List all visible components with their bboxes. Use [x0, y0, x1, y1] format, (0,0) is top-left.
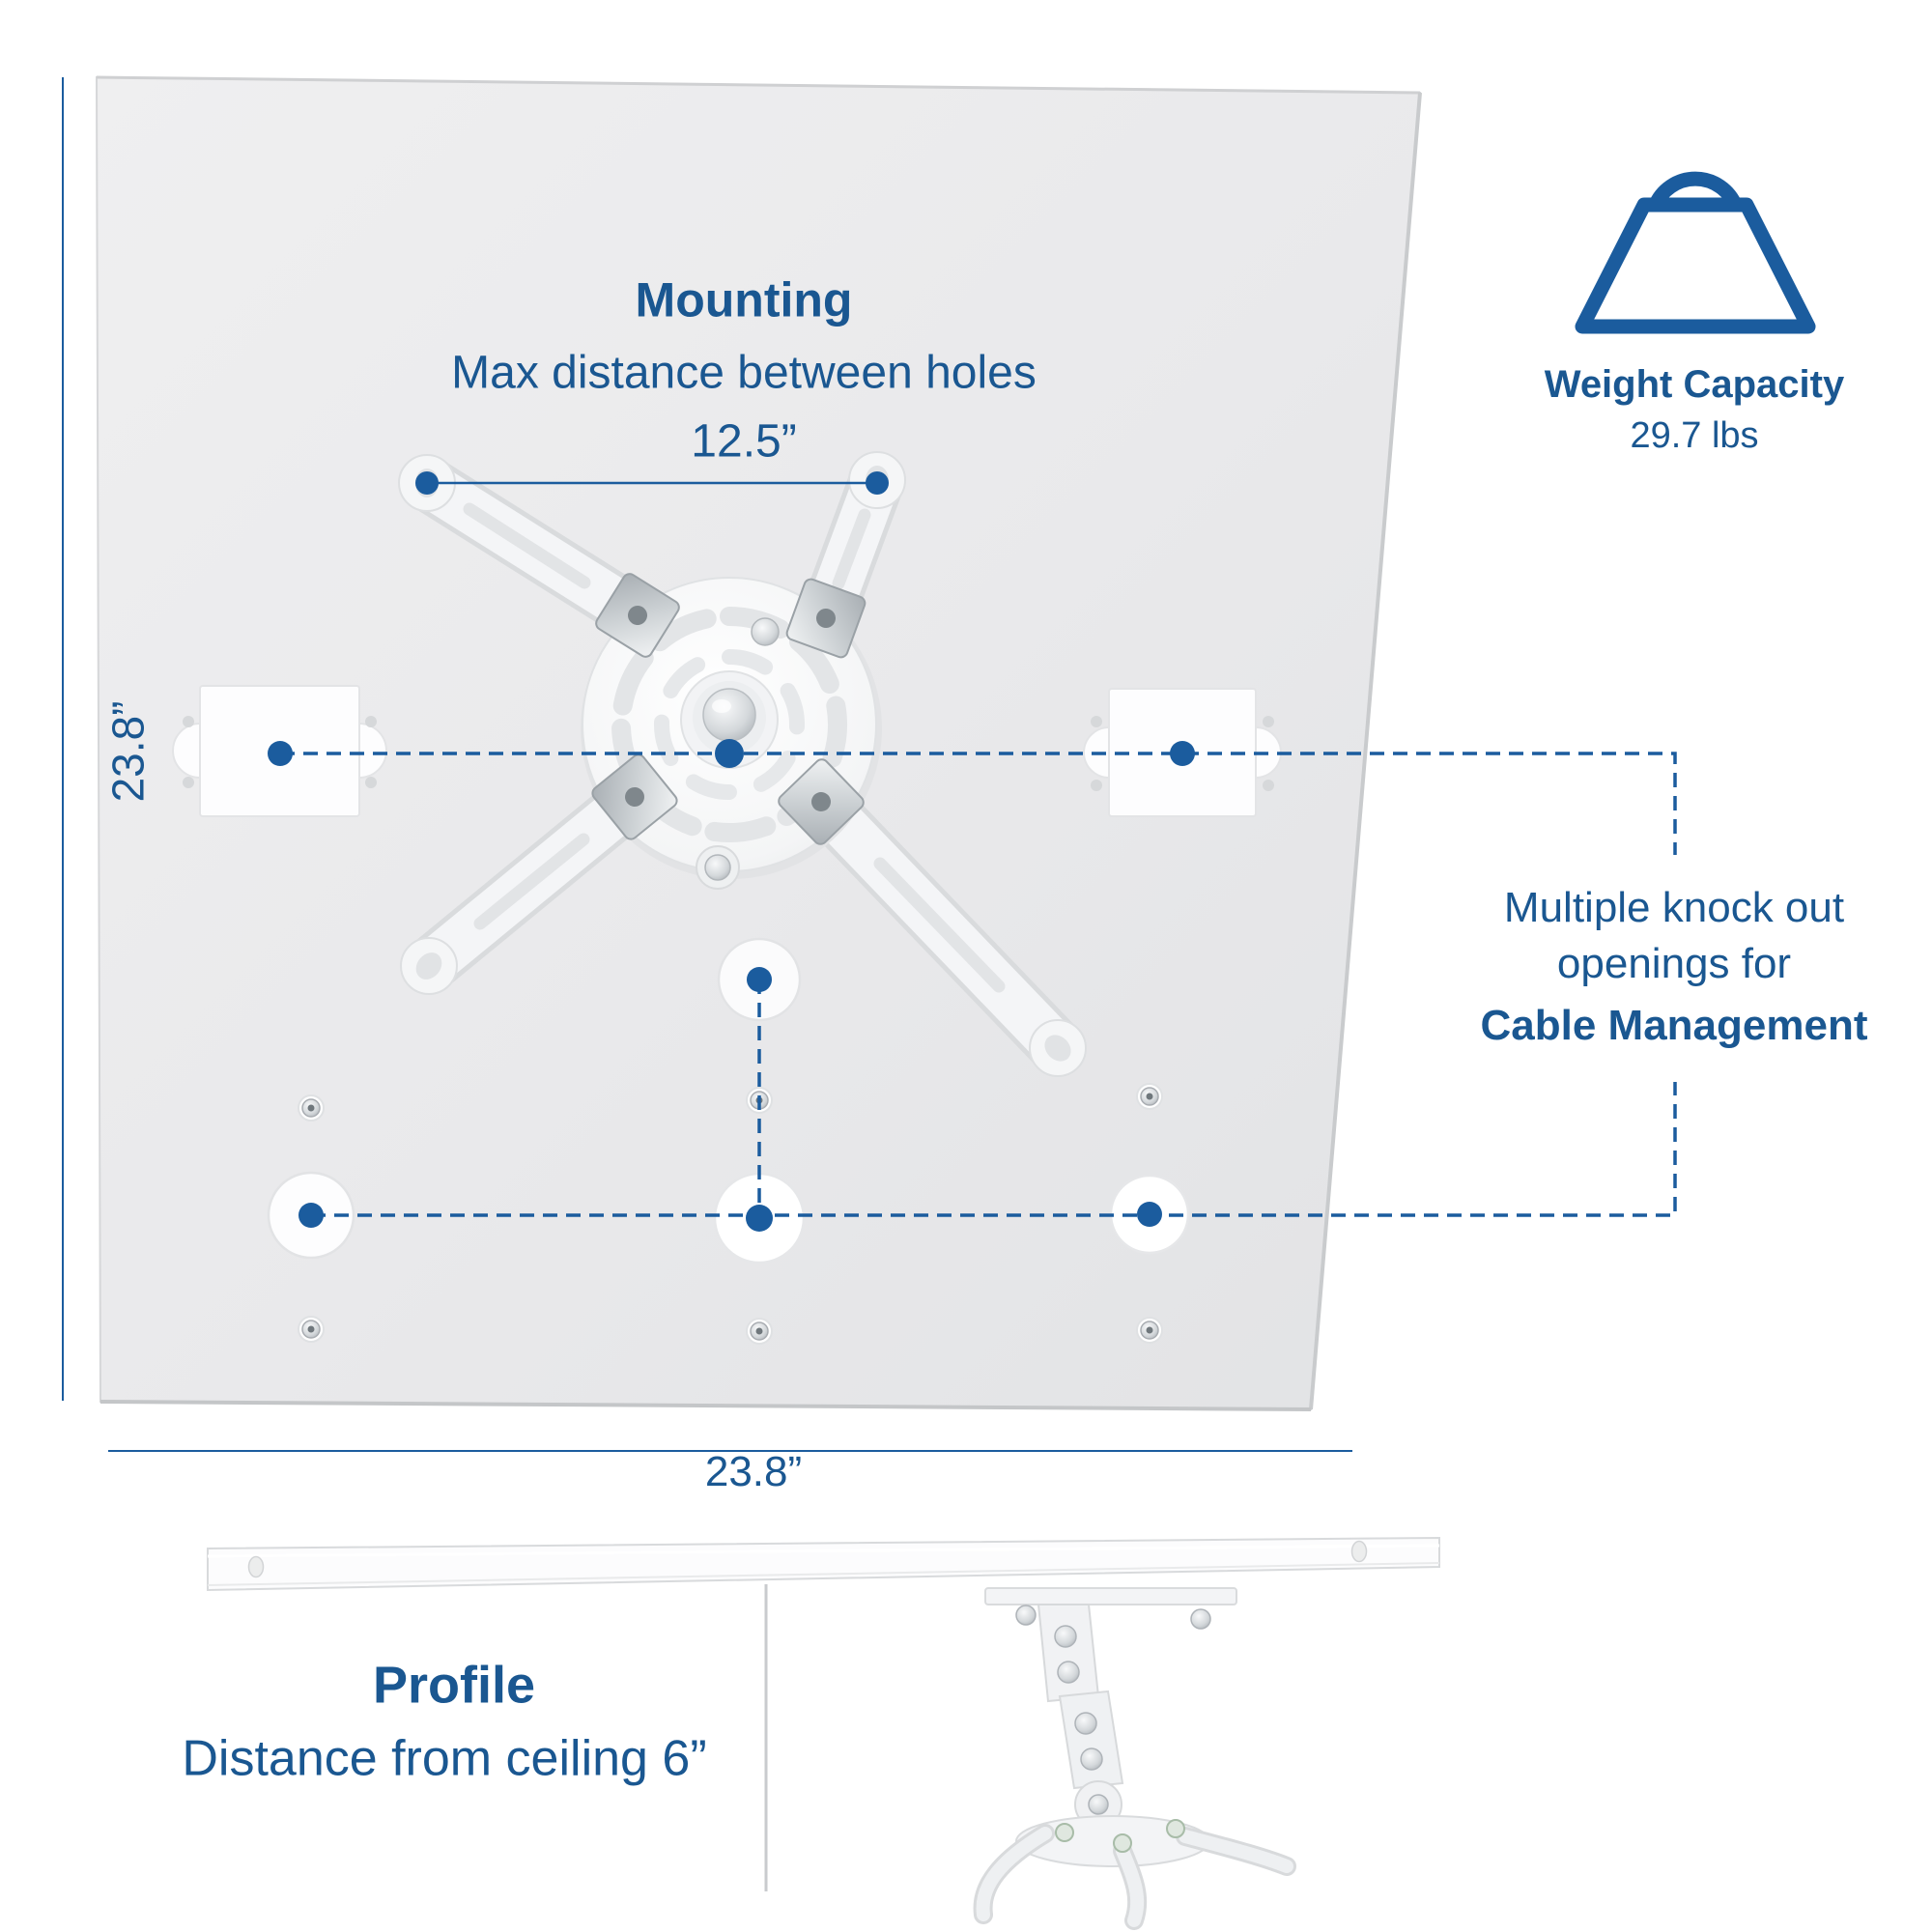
profile-bracket [973, 1587, 1296, 1930]
weight-capacity-label: Weight Capacity [1544, 363, 1845, 406]
hub-center-bolt [702, 688, 756, 742]
profile-subtitle: Distance from ceiling 6” [182, 1730, 707, 1787]
mounting-subtitle: Max distance between holes [451, 347, 1037, 399]
arm-clamp [785, 578, 867, 659]
arm-clamp [778, 758, 865, 845]
cable-management-line1: Multiple knock out [1503, 883, 1845, 931]
knockout-tab-screw [1091, 716, 1102, 727]
guide-dot [746, 1205, 773, 1232]
screw-icon [1136, 1317, 1163, 1344]
guide-dot [747, 967, 772, 992]
guide-knockout-row [280, 752, 1677, 855]
hub-slots-inner [654, 648, 805, 801]
arm-clamp [595, 573, 680, 658]
knockout-tab-screw [1091, 780, 1102, 791]
hole-distance-value: 12.5” [691, 415, 797, 468]
screw-icon [746, 1318, 773, 1345]
plate-width-value: 23.8” [704, 1447, 803, 1495]
profile-title: Profile [372, 1656, 536, 1715]
knockout-tab-screw [365, 716, 377, 727]
weight-capacity-value: 29.7 lbs [1630, 415, 1759, 457]
dimension-dot [866, 471, 889, 495]
arm-clamp [591, 753, 678, 840]
knockout-tab-screw [365, 777, 377, 788]
cable-management-line2: openings for [1556, 939, 1792, 987]
knockout-tab-screw [183, 777, 194, 788]
knockout-tab-screw [1263, 716, 1274, 727]
cable-management-line3: Cable Management [1480, 1001, 1868, 1049]
screw-icon [298, 1094, 325, 1122]
mounting-title: Mounting [635, 272, 853, 327]
guide-dot [1137, 1202, 1162, 1227]
profile-view [207, 1536, 1440, 1930]
hub-bolt [751, 617, 780, 646]
dimension-dot [415, 471, 439, 495]
guide-dot [715, 739, 744, 768]
guide-dot [268, 741, 293, 766]
dimension-lines [62, 77, 1352, 1452]
knockout-tab-screw [183, 716, 194, 727]
screw-icon [298, 1316, 325, 1343]
guide-dot [1170, 741, 1195, 766]
rail-hole [247, 1555, 265, 1578]
guide-dots [268, 471, 1195, 1232]
weight-icon [1575, 171, 1816, 334]
screw-icon [1136, 1083, 1163, 1110]
plate-height-value: 23.8” [102, 700, 154, 803]
arm-clamps [591, 573, 867, 845]
plate-screws [298, 1083, 1163, 1345]
knockout-tab-screw [1263, 780, 1274, 791]
hub-bolt [704, 854, 731, 881]
guide-dot [298, 1203, 324, 1228]
rail-hole [1350, 1540, 1368, 1563]
profile-rail [207, 1536, 1440, 1592]
